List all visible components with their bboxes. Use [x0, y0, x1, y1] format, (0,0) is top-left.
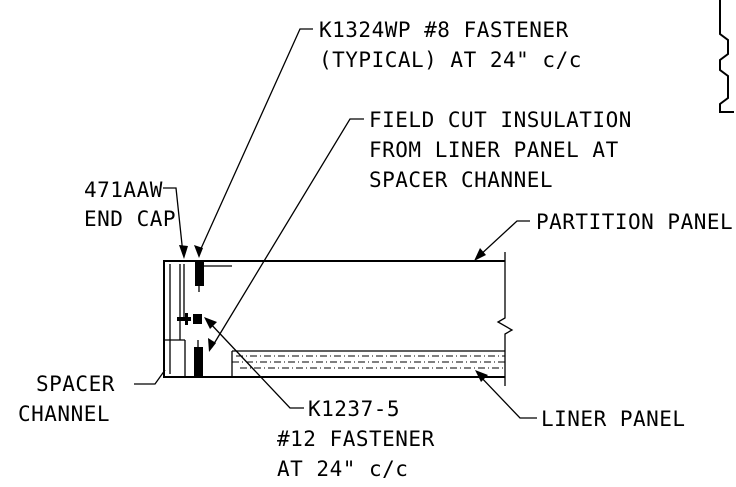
- label-liner-panel: LINER PANEL: [541, 407, 686, 431]
- label-insulation-line1: FIELD CUT INSULATION: [369, 108, 632, 132]
- fastener-top-icon: [195, 260, 204, 292]
- end-cap-shape: [163, 260, 232, 378]
- label-insulation-line3: SPACER CHANNEL: [369, 168, 553, 192]
- label-fastener-top-line2: (TYPICAL) AT 24" c/c: [319, 48, 582, 72]
- leader-end-cap: [163, 187, 188, 259]
- label-end-cap-line2: END CAP: [84, 207, 176, 231]
- label-insulation-line2: FROM LINER PANEL AT: [369, 138, 619, 162]
- leader-insulation: [208, 118, 364, 352]
- label-fastener-bottom-line1: K1237-5: [308, 397, 400, 421]
- leader-partition-panel: [474, 220, 530, 261]
- liner-panel-insulation: [231, 350, 505, 377]
- partial-callout-edge: [719, 0, 734, 113]
- fastener-bottom-icon: [194, 340, 203, 378]
- leader-spacer-channel: [134, 369, 166, 385]
- partition-panel-outline: [183, 252, 514, 386]
- leader-fastener-top: [194, 28, 313, 258]
- leader-fastener-bottom: [204, 317, 304, 409]
- label-partition-panel: PARTITION PANEL: [536, 210, 733, 234]
- leader-liner-panel: [475, 370, 537, 419]
- label-end-cap-line1: 471AAW: [84, 178, 163, 202]
- label-fastener-bottom-line3: AT 24" c/c: [277, 457, 408, 481]
- label-spacer-channel-line2: CHANNEL: [18, 402, 110, 426]
- label-fastener-top-line1: K1324WP #8 FASTENER: [319, 18, 569, 42]
- fastener-middle-icon: [177, 313, 202, 325]
- label-spacer-channel-line1: SPACER: [36, 372, 115, 396]
- label-fastener-bottom-line2: #12 FASTENER: [277, 427, 435, 451]
